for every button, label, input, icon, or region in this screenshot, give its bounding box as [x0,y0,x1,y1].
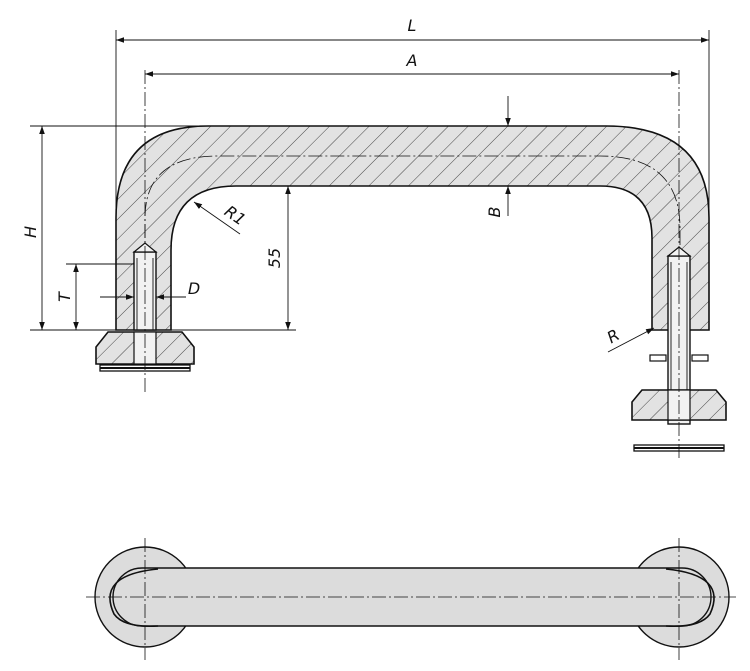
radius-R1-label: R1 [221,202,249,230]
dimension-B-label: B [485,207,504,218]
dimension-L-label: L [408,16,417,35]
radius-R1-leader [193,201,241,235]
left-boss-inner-arc [109,568,159,628]
handle-body-section [115,125,710,331]
top-view [86,538,736,660]
handle-centerline [144,155,681,260]
dimension-T-label: T [55,291,74,302]
radius-R-label: R [604,325,623,347]
front-view: L A H T 55 B D R1 R [21,16,727,460]
right-boss-inner-arc [665,568,715,628]
dimension-D-label: D [188,279,200,298]
dimension-55-label: 55 [265,248,284,268]
dimension-H-label: H [21,226,40,238]
right-lock-washer [649,354,709,362]
radius-R-leader [607,327,655,353]
right-washer [631,389,727,452]
dimension-A-label: A [406,51,418,70]
